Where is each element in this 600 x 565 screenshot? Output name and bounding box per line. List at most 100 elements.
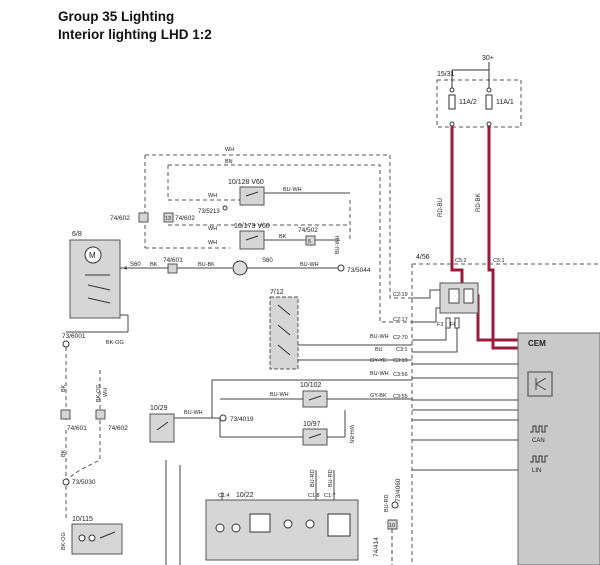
wire-rd-bu: RD-BU	[438, 198, 444, 217]
lin-signal-icon	[530, 455, 548, 463]
switch-10-115: 10/115 BK-OG	[61, 516, 123, 555]
fuse-11a2-symbol	[448, 94, 456, 110]
splice-73-5030: 73/5030	[72, 479, 96, 486]
pin-10: 10	[389, 523, 395, 529]
switch-7-12-label: 7/12	[270, 289, 284, 296]
wire-bu-rd-2: BU-RD	[328, 470, 334, 487]
pin-c3-56: C3:56	[393, 372, 408, 378]
connector-4-56: 4/56 C5:2 C5:1 F3 F6	[411, 254, 600, 565]
switch-10-29-label: 10/29	[150, 405, 168, 412]
pin-c3-1: C3:1	[396, 347, 408, 353]
wire-bk-left-2: BK	[61, 449, 67, 457]
wire-bk-lamp: BK	[150, 262, 158, 268]
fusebox-15-31: 15/31 30+ 11A/2 11A/1	[436, 55, 522, 128]
wire-wh-top: WH	[225, 147, 234, 153]
lamp-6-8-label: 6/8	[72, 231, 82, 238]
connector-74-414: BU-RD 73/4060 10 74/414	[373, 478, 402, 565]
pin-c2-70: C2:70	[393, 335, 408, 341]
wire-bk-10-173: BK	[279, 234, 287, 240]
wire-wh-10-128: WH	[208, 193, 217, 199]
wire-gy-bk-c3-55: GY-BK	[370, 393, 387, 399]
module-10-22-label: 10/22	[236, 492, 254, 499]
wire-bk-og-lamp: BK-OG	[106, 340, 124, 346]
wire-bu-wh-10-102: BU-WH	[270, 392, 289, 398]
switch-10-115-label: 10/115	[72, 516, 93, 523]
pin-c2-17: C2:17	[393, 317, 408, 323]
connector-74-602-left	[95, 409, 106, 420]
wire-wh-left: WH	[103, 388, 109, 397]
splice-73-4019: 73/4019	[230, 416, 254, 423]
connector-74-601-left	[60, 409, 71, 420]
wire-bu-wh-10-128: BU-WH	[283, 187, 302, 193]
wire-bu-rd-1: BU-RD	[310, 470, 316, 487]
wire-bn-top: BN	[225, 159, 233, 165]
switch-10-102: 10/102 BU-WH	[220, 382, 412, 408]
wire-bu-c3-1: BU	[375, 347, 383, 353]
connector-74-601-left-label: 74/601	[67, 425, 87, 432]
diagram-subtitle: Interior lighting LHD 1:2	[58, 27, 212, 42]
lamp-6-8: 6/8 M 4 S60 BK 74/601 BU-BK S60 BU-WH 73…	[62, 231, 371, 348]
wire-bu-bk: BU-BK	[198, 262, 215, 268]
connector-74-602-mid-label: 74/602	[175, 215, 195, 222]
pin-c1-7: C1:7	[324, 493, 336, 499]
switch-10-128: 10/128 V60 BU-WH WH 73/5213	[198, 179, 350, 215]
pin-c2-19: C2:19	[393, 292, 408, 298]
wire-bu-wh-vertical: BU-WH	[335, 235, 341, 254]
switch-10-97-label: 10/97	[303, 421, 321, 428]
splice-73-5213: 73/5213	[198, 209, 220, 215]
module-10-22: 10/22 C1:4 C1:8 C1:7 BU-RD BU-RD	[205, 470, 359, 561]
lamp-bulb-icon	[232, 260, 248, 276]
pin-13: 13	[165, 216, 171, 222]
wire-bu-rd-3: BU-RD	[384, 495, 390, 512]
cem-module: CEM CAN LIN	[517, 332, 600, 565]
connector-4-56-label: 4/56	[416, 254, 430, 261]
diagram-group-title: Group 35 Lighting	[58, 9, 175, 24]
pin-c1-4: C1:4	[218, 493, 230, 499]
wire-bk-og-left: BK-OG	[96, 384, 102, 402]
wire-wh-10-173: WH	[208, 226, 217, 232]
dashed-wires-top	[144, 154, 412, 323]
can-signal-icon	[530, 425, 548, 433]
cem-pin-labels: C2:19 C2:17 C2:70 C3:1 C3:19 C3:56 C3:55	[393, 292, 408, 400]
switch-10-128-label: 10/128 V60	[228, 179, 264, 186]
switch-10-173-label: 10/173 V60	[234, 223, 270, 230]
wire-wh-10-173b: WH	[208, 240, 217, 246]
wire-bu-wh-lamp: BU-WH	[300, 262, 319, 268]
splice-73-4060: 73/4060	[395, 478, 402, 502]
fuse-11a1-label: 11A/1	[496, 99, 514, 106]
motor-icon	[84, 246, 102, 264]
connector-74-602-left-label: 74/602	[108, 425, 128, 432]
pin-4: 4	[124, 266, 127, 272]
switch-10-173: 10/173 V60 WH WH BK 74/502 5 BU-WH	[208, 223, 341, 254]
wire-rd-bk: RD-BK	[476, 193, 482, 212]
wire-bk-og-10-115: BK-OG	[61, 532, 67, 550]
left-dashed-wires	[65, 347, 101, 520]
connector-74-601-mid-label: 74/601	[163, 257, 183, 264]
switch-10-29: 10/29 BU-WH 73/4019	[149, 379, 412, 443]
splice-73-5044: 73/5044	[347, 267, 371, 274]
pin-f3: F3	[437, 322, 443, 328]
motor-letter: M	[89, 251, 96, 260]
transistor-symbol	[527, 371, 553, 397]
pin-c1-8: C1:8	[308, 493, 320, 499]
fuse-11a2-label: 11A/2	[459, 99, 477, 106]
fusebox-label: 15/31	[437, 71, 455, 78]
pin-c5-1: C5:1	[493, 258, 505, 264]
lin-label: LIN	[532, 468, 541, 474]
pin-c3-55: C3:55	[393, 394, 408, 400]
switch-10-97: 10/97 WH-BN	[219, 410, 354, 446]
wire-bu-wh-c2-70: BU-WH	[370, 334, 389, 340]
switch-7-12: 7/12	[269, 289, 412, 370]
wire-bu-wh-c3-56: BU-WH	[370, 371, 389, 377]
wire-s60-1: S60	[130, 262, 141, 268]
connector-74-602-top: 74/602 13 74/602	[110, 212, 195, 223]
wire-gy-ye-c3-19: GY-YE	[370, 358, 387, 364]
connector-74-414-label: 74/414	[373, 537, 380, 557]
connector-74-502-label: 74/502	[298, 227, 318, 234]
wire-s60-2: S60	[262, 258, 273, 264]
cem-signal-wires	[412, 289, 518, 471]
supply-label: 30+	[482, 55, 494, 62]
pin-c5-2: C5:2	[455, 258, 467, 264]
can-label: CAN	[532, 438, 545, 444]
